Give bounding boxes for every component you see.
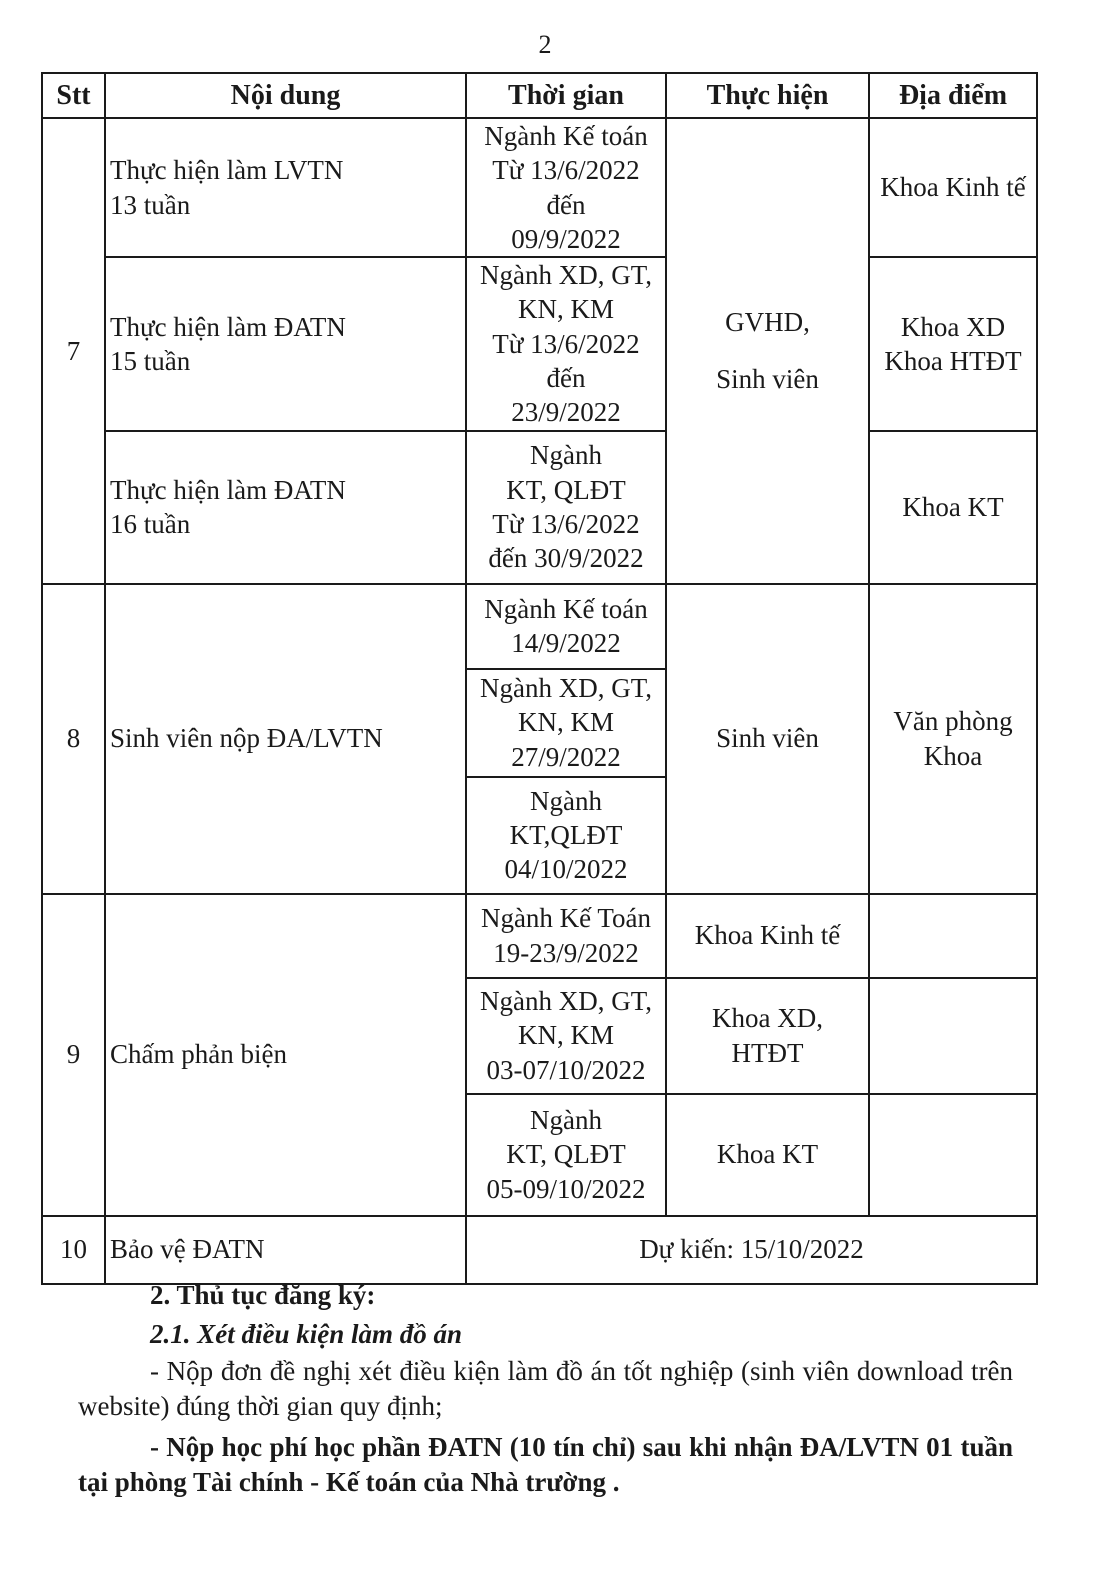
table-row: 10 Bảo vệ ĐATN Dự kiến: 15/10/2022 <box>41 1214 1038 1285</box>
header-time: Thời gian <box>465 72 667 119</box>
content-cell: Chấm phản biện <box>104 892 467 1217</box>
header-performer: Thực hiện <box>665 72 870 119</box>
performer-cell: Khoa KT <box>665 1092 870 1217</box>
location-cell <box>868 976 1038 1095</box>
stt-cell: 10 <box>41 1214 106 1285</box>
content-cell: Bảo vệ ĐATN <box>104 1214 467 1285</box>
header-content: Nội dung <box>104 72 467 119</box>
schedule-table: Stt Nội dung Thời gian Thực hiện Địa điể… <box>41 72 1038 1285</box>
performer-cell: GVHD,Sinh viên <box>665 117 870 585</box>
performer-cell: Sinh viên <box>665 582 870 895</box>
performer-cell: Khoa Kinh tế <box>665 892 870 979</box>
paragraph-tuition: - Nộp học phí học phần ĐATN (10 tín chỉ)… <box>78 1432 1013 1498</box>
location-cell <box>868 892 1038 979</box>
paragraph-application: - Nộp đơn đề nghị xét điều kiện làm đồ á… <box>78 1356 1013 1422</box>
performer-cell: Khoa XD,HTĐT <box>665 976 870 1095</box>
page-number: 2 <box>538 30 552 59</box>
registration-procedure-section: 2. Thủ tục đăng ký: 2.1. Xét điều kiện l… <box>78 1278 1013 1501</box>
header-location: Địa điểm <box>868 72 1038 119</box>
stt-cell: 7 <box>41 117 106 585</box>
content-cell: Sinh viên nộp ĐA/LVTN <box>104 582 467 895</box>
stt-cell: 8 <box>41 582 106 895</box>
section-heading: 2. Thủ tục đăng ký: <box>150 1280 376 1310</box>
table-header-row: Stt Nội dung Thời gian Thực hiện Địa điể… <box>41 72 1038 119</box>
location-cell: Khoa KT <box>868 429 1038 585</box>
location-cell <box>868 1092 1038 1217</box>
header-stt: Stt <box>41 72 106 119</box>
stt-cell: 9 <box>41 892 106 1217</box>
time-cell: Dự kiến: 15/10/2022 <box>465 1214 1038 1285</box>
location-cell: Khoa Kinh tế <box>868 116 1038 259</box>
section-subheading: 2.1. Xét điều kiện làm đồ án <box>150 1319 463 1350</box>
